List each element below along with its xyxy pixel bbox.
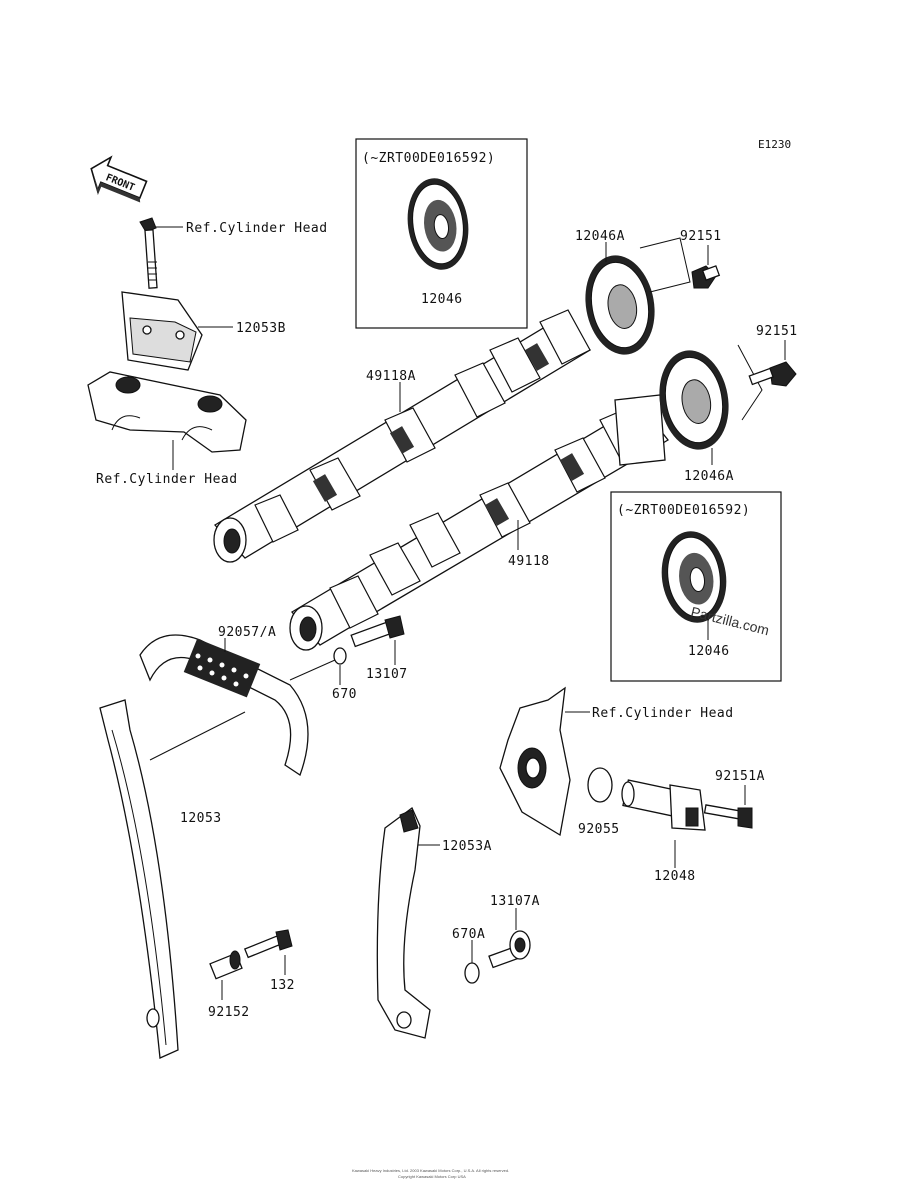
tensioner-pin-icon [488,930,531,969]
label-670A: 670A [452,927,485,942]
camshaft-sprocket-icon [585,255,655,355]
cam-chain-icon [139,634,309,777]
inset-bottom-condition: (~ZRT00DE016592) [617,503,750,518]
label-ref-cylinder-head-2: Ref.Cylinder Head [96,472,238,487]
label-49118: 49118 [508,554,550,569]
label-92152: 92152 [208,1005,250,1020]
collar-icon [209,950,243,980]
label-13107A: 13107A [490,894,540,909]
label-132: 132 [270,978,295,993]
stud-bolt-icon [139,217,158,289]
label-12053A: 12053A [442,839,492,854]
label-49118A: 49118A [366,369,416,384]
tensioner-guide-icon [376,806,431,1039]
label-13107: 13107 [366,667,408,682]
label-ref-cylinder-head-1: Ref.Cylinder Head [186,221,328,236]
intake-camshaft-icon [213,309,592,563]
inset-box-top: (~ZRT00DE016592) 12046 [355,138,528,329]
diagram-code: E1230 [758,138,791,151]
label-92151-top: 92151 [680,229,722,244]
bolt-icon [748,361,797,387]
label-92151A: 92151A [715,769,765,784]
tensioner-housing-icon [499,686,571,837]
label-92057A: 92057/A [218,625,276,640]
watermark: Partzilla.com [689,603,771,638]
inset-top-part: 12046 [421,292,463,307]
camshaft-bracket-plate-icon [121,291,203,371]
bolt-icon [691,265,721,289]
inset-box-bottom: (~ZRT00DE016592) Partzilla.com 12046 [610,491,782,682]
front-arrow-icon: FRONT [90,155,148,203]
footer-line-2: Copyright Kawasaki Motors Corp USA [398,1174,466,1179]
footer-line-1: Kawasaki Heavy Industries, Ltd. 2003 Kaw… [352,1168,509,1173]
gasket-icon [587,767,613,803]
camshaft-cap-icon [87,371,247,453]
o-ring-icon [464,962,480,984]
label-12046A-bottom: 12046A [684,469,734,484]
label-12046A-top: 12046A [575,229,625,244]
camshaft-sprocket-icon [659,350,729,450]
label-ref-cylinder-head-3: Ref.Cylinder Head [592,706,734,721]
label-12053B: 12053B [236,321,286,336]
sprocket-icon [407,178,469,270]
chain-tensioner-icon [621,779,706,831]
inset-bottom-part: 12046 [688,644,730,659]
bolt-icon [243,929,293,959]
label-92151-mid: 92151 [756,324,798,339]
bolt-icon [703,804,753,829]
exhaust-camshaft-icon [289,394,669,651]
chain-guide-icon [99,699,179,1059]
label-92055: 92055 [578,822,620,837]
o-ring-icon [333,647,347,665]
sprocket-icon [661,531,727,623]
inset-top-condition: (~ZRT00DE016592) [362,151,495,166]
label-670: 670 [332,687,357,702]
tensioner-pin-icon [350,615,405,648]
label-12053: 12053 [180,811,222,826]
label-12048: 12048 [654,869,696,884]
